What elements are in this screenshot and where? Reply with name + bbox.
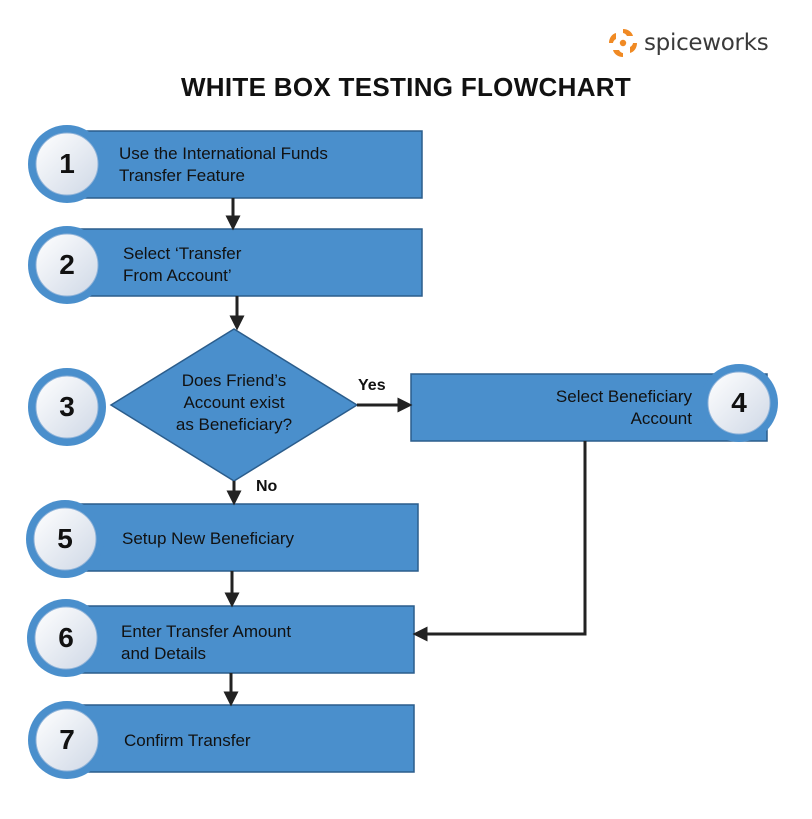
step-6-box — [57, 605, 415, 674]
step-6-label: Enter Transfer Amount and Details — [121, 622, 292, 663]
step-4-number: 4 — [731, 387, 747, 418]
step-3-label: Does Friend’s Account exist as Beneficia… — [175, 371, 293, 434]
step-7-number: 7 — [59, 724, 75, 755]
step-5-circle — [26, 500, 104, 578]
step-1-circle — [28, 125, 106, 203]
step-6-number: 6 — [58, 622, 74, 653]
step-2-box — [57, 228, 423, 297]
step-2-label: Select ‘Transfer From Account’ — [123, 244, 242, 285]
step-7-box — [57, 704, 415, 773]
step-4-label: Select Beneficiary Account — [555, 387, 692, 428]
step-1-number: 1 — [59, 148, 75, 179]
yes-branch-label: Yes — [358, 377, 386, 394]
step-7-label: Confirm Transfer — [124, 731, 251, 750]
no-branch-label: No — [256, 478, 278, 495]
spiceworks-logo: spiceworks — [606, 26, 769, 60]
step-7-circle — [28, 701, 106, 779]
step-2-circle — [28, 226, 106, 304]
step-3-number: 3 — [59, 391, 75, 422]
step-3-circle — [28, 368, 106, 446]
spiceworks-logo-icon — [609, 29, 637, 57]
logo-wordmark: spiceworks — [644, 30, 769, 56]
step-2-number: 2 — [59, 249, 75, 280]
step-1-box — [57, 130, 423, 199]
step-5-number: 5 — [57, 523, 73, 554]
page-title: WHITE BOX TESTING FLOWCHART — [180, 72, 632, 102]
step-1-label: Use the International Funds Transfer Fea… — [119, 144, 328, 185]
step-5-label: Setup New Beneficiary — [122, 529, 294, 548]
arrow-4-to-6 — [412, 441, 587, 642]
step-6-circle — [27, 599, 105, 677]
step-4-circle — [700, 364, 778, 442]
